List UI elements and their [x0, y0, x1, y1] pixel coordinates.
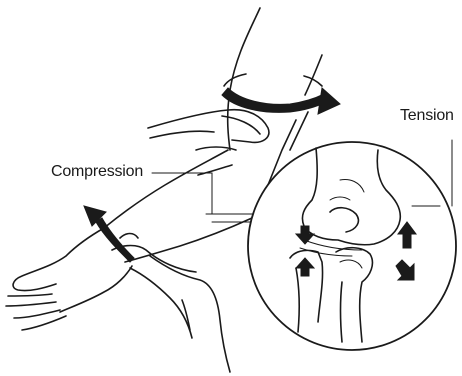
- compression-leader: [152, 173, 268, 222]
- compression-label: Compression: [51, 163, 143, 181]
- examiner-upper-hand: [148, 110, 269, 150]
- joint-magnifier: [248, 142, 456, 350]
- tension-label: Tension: [400, 107, 454, 125]
- rotation-arrow-icon: [222, 74, 340, 114]
